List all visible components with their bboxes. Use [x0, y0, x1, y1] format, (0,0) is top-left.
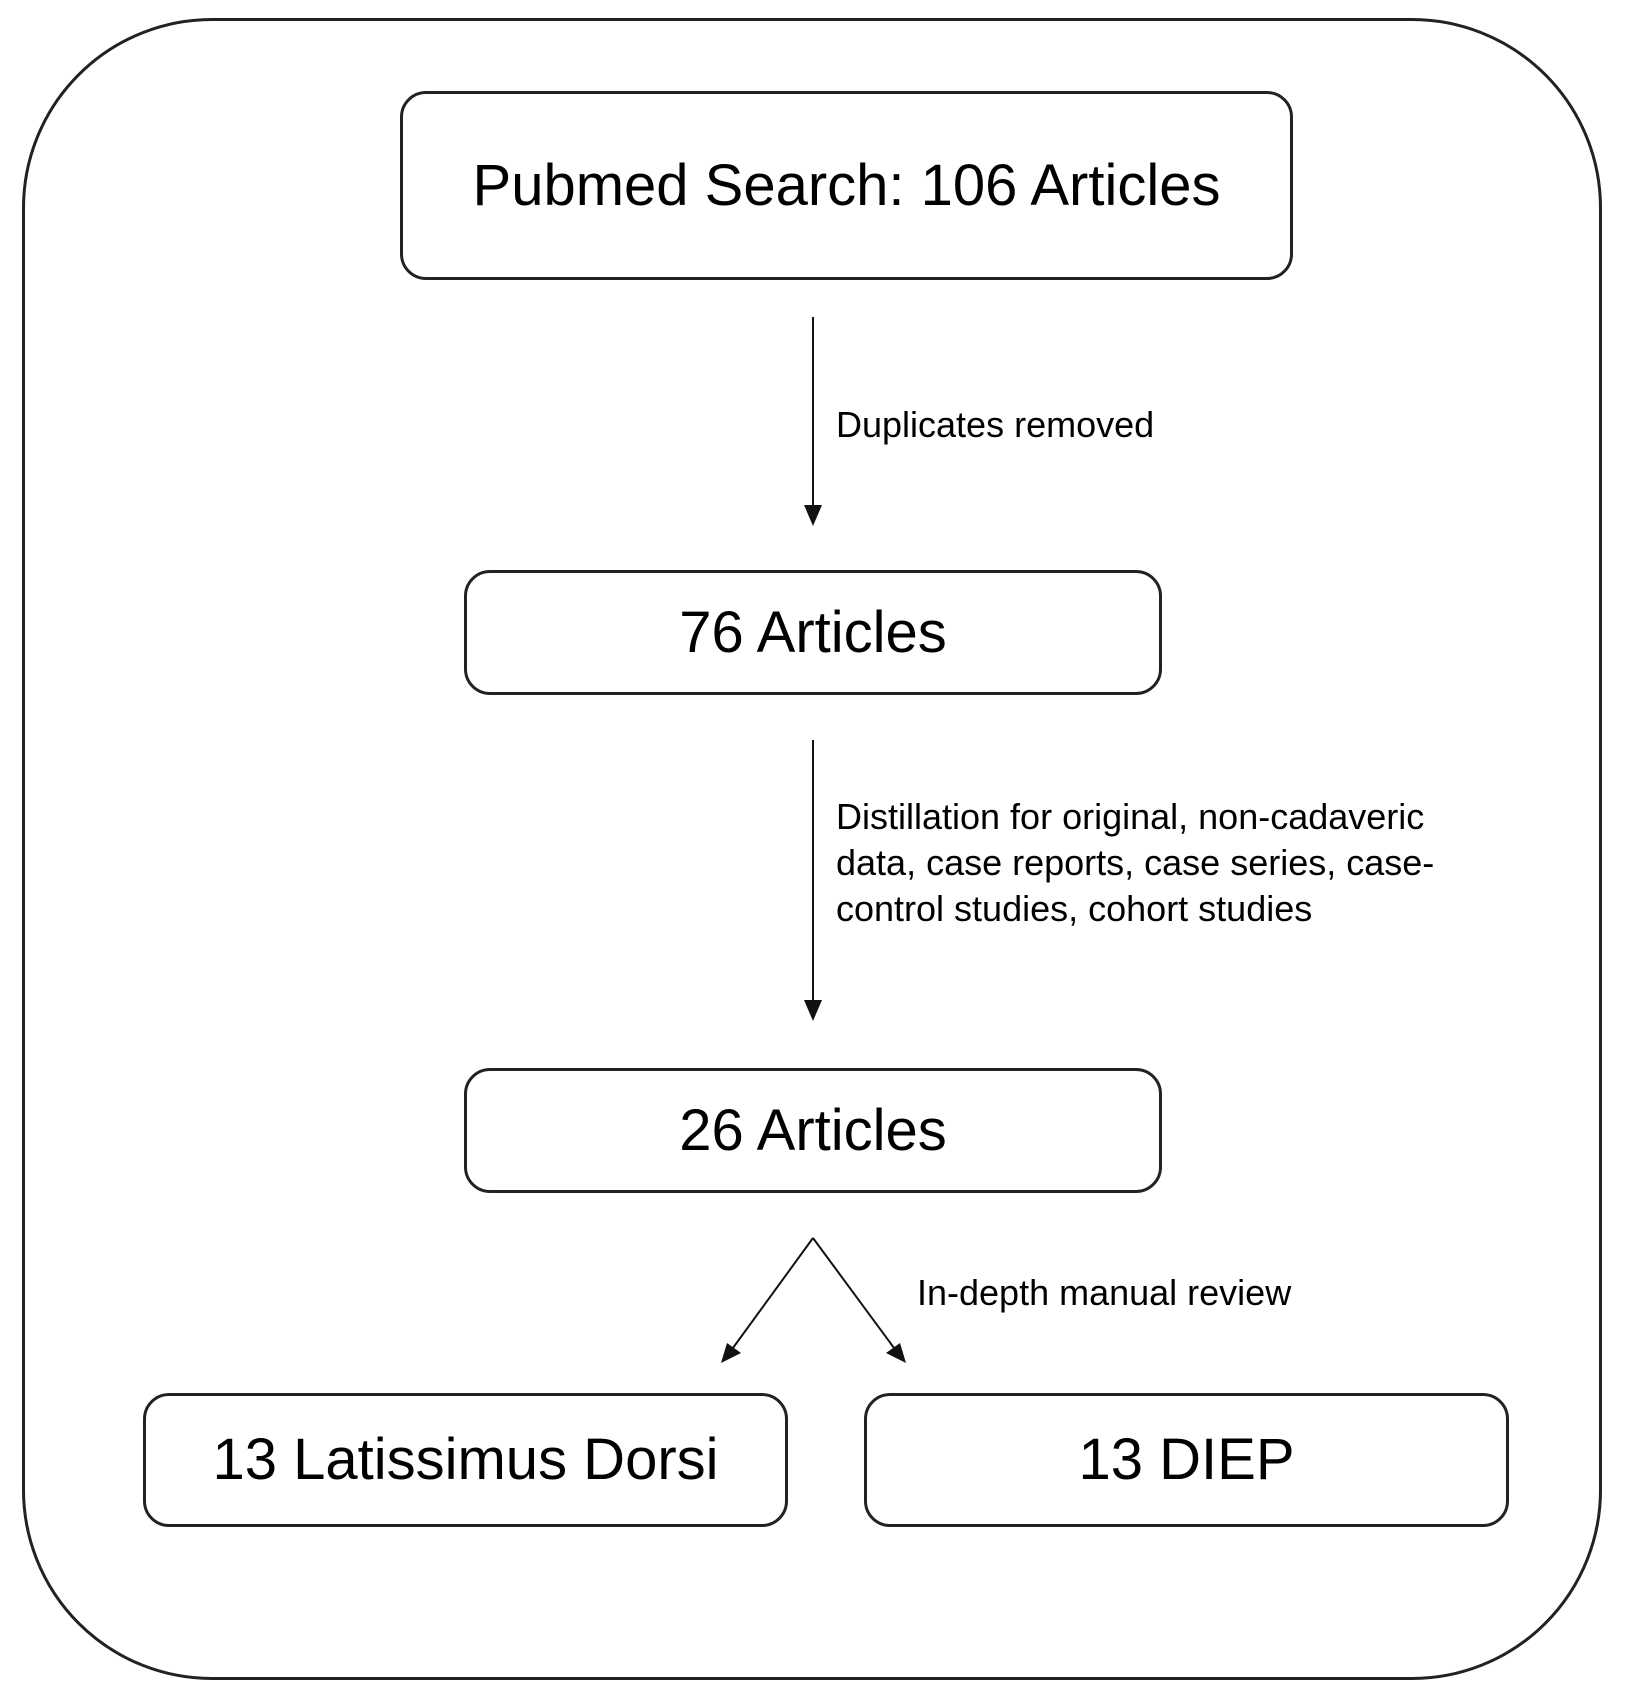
split-arrow-left	[721, 1237, 814, 1363]
articles-76-box: 76 Articles	[464, 570, 1162, 695]
arrow-search-to-76	[804, 317, 822, 526]
pubmed-search-label: Pubmed Search: 106 Articles	[472, 152, 1221, 218]
pubmed-search-box: Pubmed Search: 106 Articles	[400, 91, 1293, 280]
manual-review-label: In-depth manual review	[917, 1272, 1292, 1313]
distillation-line-3: control studies, cohort studies	[836, 888, 1313, 929]
distillation-criteria-label: Distillation for original, non-cadaveric…	[836, 794, 1434, 932]
arrow-76-to-26	[804, 740, 822, 1021]
latissimus-dorsi-label: 13 Latissimus Dorsi	[212, 1427, 719, 1492]
diep-box: 13 DIEP	[864, 1393, 1509, 1527]
outer-frame	[22, 18, 1602, 1680]
distillation-line-1: Distillation for original, non-cadaveric	[836, 796, 1425, 837]
latissimus-dorsi-box: 13 Latissimus Dorsi	[143, 1393, 788, 1527]
duplicates-removed-label: Duplicates removed	[836, 404, 1155, 445]
articles-76-label: 76 Articles	[679, 599, 947, 665]
articles-26-box: 26 Articles	[464, 1068, 1162, 1193]
articles-26-label: 26 Articles	[679, 1097, 947, 1163]
split-arrow-right	[812, 1237, 906, 1363]
diep-label: 13 DIEP	[1078, 1427, 1295, 1492]
distillation-line-2: data, case reports, case series, case-	[836, 842, 1435, 883]
